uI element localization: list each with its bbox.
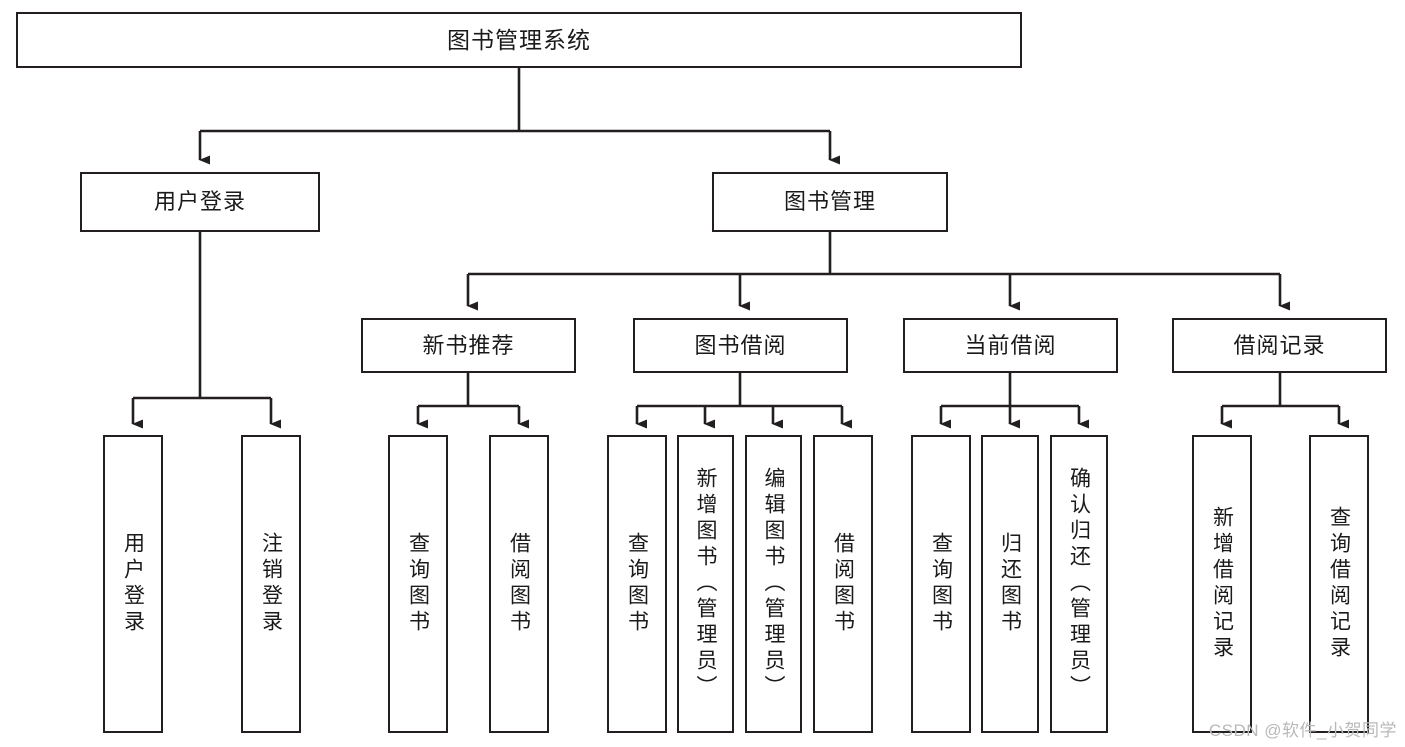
leaf-return-book[interactable]: 归还图书 [981,435,1039,733]
leaf-user-login[interactable]: 用户登录 [103,435,163,733]
node-user-login[interactable]: 用户登录 [80,172,320,232]
node-borrow-record[interactable]: 借阅记录 [1172,318,1387,373]
leaf-borrow-book[interactable]: 借阅图书 [813,435,873,733]
node-label: 新增图书（管理员） [694,467,717,701]
leaf-edit-book-admin[interactable]: 编辑图书（管理员） [745,435,802,733]
leaf-confirm-return-admin[interactable]: 确认归还（管理员） [1050,435,1108,733]
leaf-borrow-book-recommend[interactable]: 借阅图书 [489,435,549,733]
node-label: 归还图书 [998,532,1022,636]
node-label: 借阅图书 [507,532,531,636]
node-label: 新增借阅记录 [1210,506,1234,662]
node-label: 查询借阅记录 [1327,506,1351,662]
leaf-query-book-borrow[interactable]: 查询图书 [607,435,667,733]
leaf-add-borrow-record[interactable]: 新增借阅记录 [1192,435,1252,733]
leaf-add-book-admin[interactable]: 新增图书（管理员） [677,435,734,733]
node-label: 确认归还（管理员） [1067,467,1091,701]
node-new-book-recommend[interactable]: 新书推荐 [361,318,576,373]
leaf-query-book-recommend[interactable]: 查询图书 [388,435,448,733]
node-label: 用户登录 [121,532,145,636]
node-label: 编辑图书（管理员） [762,467,785,701]
node-root-system[interactable]: 图书管理系统 [16,12,1022,68]
node-book-management[interactable]: 图书管理 [712,172,948,232]
leaf-query-book-current[interactable]: 查询图书 [911,435,971,733]
node-book-borrow[interactable]: 图书借阅 [633,318,848,373]
leaf-user-logout[interactable]: 注销登录 [241,435,301,733]
leaf-query-borrow-record[interactable]: 查询借阅记录 [1309,435,1369,733]
node-current-borrow[interactable]: 当前借阅 [903,318,1118,373]
node-label: 查询图书 [929,532,953,636]
node-label: 图书借阅 [694,332,787,358]
node-label: 借阅记录 [1233,332,1326,358]
node-label: 借阅图书 [831,532,855,636]
node-label: 注销登录 [259,532,283,636]
node-label: 用户登录 [153,189,246,215]
node-label: 新书推荐 [422,332,515,358]
node-label: 图书管理系统 [447,26,591,53]
watermark-text: CSDN @软件_小贺同学 [1208,721,1397,740]
node-label: 查询图书 [406,532,430,636]
node-label: 当前借阅 [964,332,1057,358]
node-label: 查询图书 [625,532,649,636]
node-label: 图书管理 [783,189,876,215]
